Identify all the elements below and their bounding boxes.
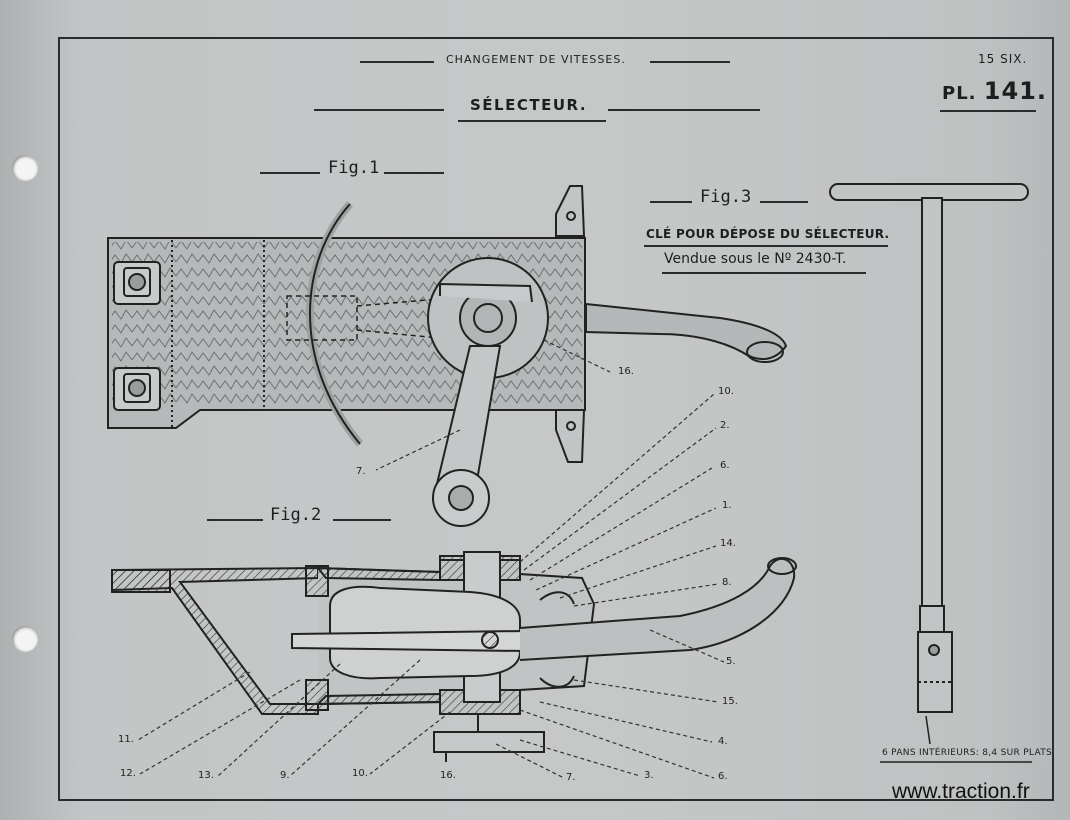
fig3-tool bbox=[829, 183, 1032, 763]
callout-10-bottom: 10. bbox=[352, 768, 368, 779]
section-heading: CHANGEMENT DE VITESSES. bbox=[446, 53, 626, 66]
fig1-top-view bbox=[107, 185, 788, 527]
fig3-reference: Vendue sous le Nº 2430-T. bbox=[664, 251, 847, 267]
fig3-reference-underline bbox=[662, 272, 866, 274]
fig1-label: Fig.1 bbox=[328, 158, 380, 178]
leader-lines bbox=[137, 339, 725, 779]
fig2-section-view bbox=[111, 551, 797, 762]
header-rule-right bbox=[650, 61, 730, 63]
title-underline bbox=[458, 120, 606, 122]
key-note: 6 PANS INTÉRIEURS: 8,4 SUR PLATS. bbox=[882, 748, 1056, 758]
callout-15: 15. bbox=[722, 696, 738, 707]
callout-14: 14. bbox=[720, 538, 736, 549]
fig2-label: Fig.2 bbox=[270, 505, 322, 525]
callout-fig1-7: 7. bbox=[356, 466, 366, 477]
watermark-text: www.traction.fr bbox=[892, 780, 1030, 803]
fig2-rule-right bbox=[333, 519, 391, 521]
callout-16: 16. bbox=[440, 770, 456, 781]
plate-underline bbox=[940, 110, 1036, 112]
plate-border bbox=[58, 37, 1054, 801]
fig3-label: Fig.3 bbox=[700, 187, 752, 207]
title-rule-left bbox=[314, 109, 444, 111]
fig2-rule-left bbox=[207, 519, 263, 521]
callout-10-top: 10. bbox=[718, 386, 734, 397]
fig3-rule-right bbox=[760, 201, 808, 203]
header-rule-left bbox=[360, 61, 434, 63]
callout-fig1-16: 16. bbox=[618, 366, 634, 377]
callout-12: 12. bbox=[120, 768, 136, 779]
fig1-rule-right bbox=[384, 172, 444, 174]
title-rule-right bbox=[608, 109, 760, 111]
page-title: SÉLECTEUR. bbox=[470, 96, 588, 114]
sheet-label: 15 SIX. bbox=[978, 52, 1028, 66]
fig1-rule-left bbox=[260, 172, 320, 174]
callout-6-bottom: 6. bbox=[718, 771, 728, 782]
plate-prefix: PL. bbox=[942, 83, 977, 104]
punch-hole-bottom bbox=[12, 626, 38, 652]
fig3-caption-underline bbox=[644, 245, 888, 247]
callout-7: 7. bbox=[566, 772, 576, 783]
callout-5: 5. bbox=[726, 656, 736, 667]
callout-9: 9. bbox=[280, 770, 290, 781]
callout-11: 11. bbox=[118, 734, 134, 745]
callout-4: 4. bbox=[718, 736, 728, 747]
punch-hole-top bbox=[12, 155, 38, 181]
callout-13: 13. bbox=[198, 770, 214, 781]
callout-6-top: 6. bbox=[720, 460, 730, 471]
fig3-rule-left bbox=[650, 201, 692, 203]
callout-1: 1. bbox=[722, 500, 732, 511]
plate-number: PL. 141. bbox=[942, 77, 1047, 105]
plate-value: 141. bbox=[983, 77, 1047, 105]
callout-8: 8. bbox=[722, 577, 732, 588]
callout-2: 2. bbox=[720, 420, 730, 431]
callout-3: 3. bbox=[644, 770, 654, 781]
fig3-caption: CLÉ POUR DÉPOSE DU SÉLECTEUR. bbox=[646, 227, 890, 241]
